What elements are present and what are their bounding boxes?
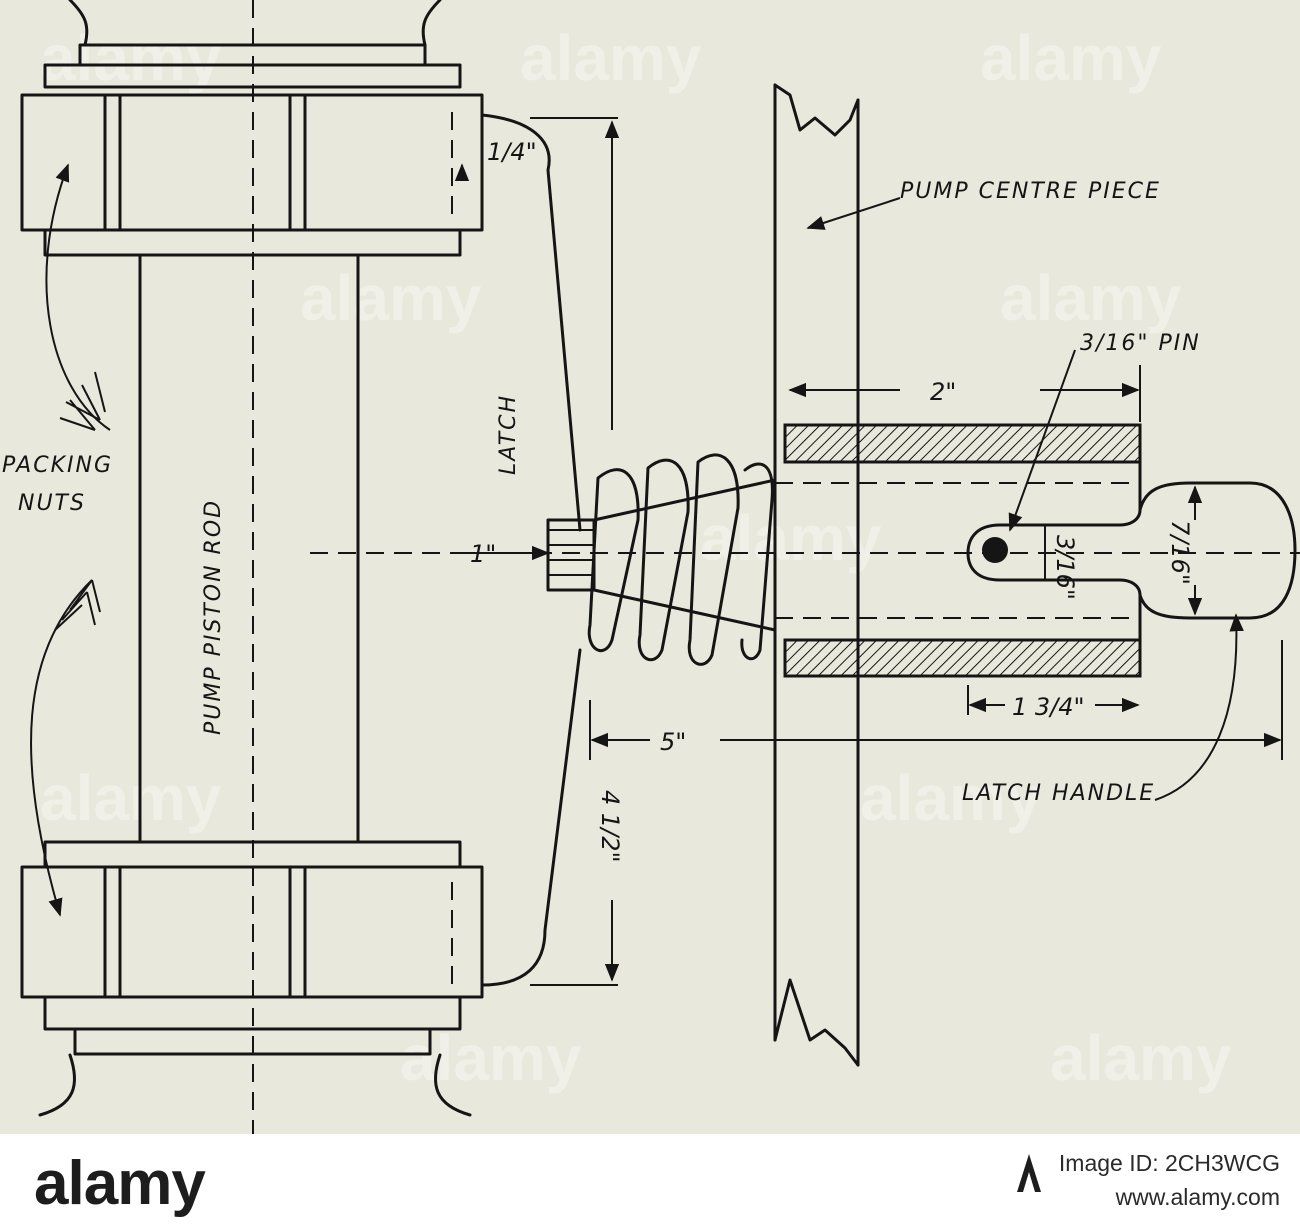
label-pump-piston-rod: PUMP PISTON ROD xyxy=(201,499,226,735)
spring-coil-3 xyxy=(687,453,740,666)
latch-assembly-diagram: alamy alamy alamy alamy alamy alamy alam… xyxy=(2,0,1300,1134)
alamy-a-icon xyxy=(1017,1154,1041,1192)
latch-handle-body xyxy=(775,460,1297,642)
centre-piece-leader xyxy=(806,197,901,230)
site-url: www.alamy.com xyxy=(1115,1184,1280,1210)
label-pin: 3/16" PIN xyxy=(1080,331,1201,356)
piston-rod-assembly xyxy=(20,0,484,1134)
top-flare-right xyxy=(421,0,442,47)
latch-upper-arm xyxy=(480,113,582,532)
labels: PUMP CENTRE PIECE 3/16" PIN PACKING NUTS… xyxy=(2,138,1201,863)
watermark-text: alamy xyxy=(400,1022,582,1094)
latch-pin xyxy=(982,537,1008,563)
bottom-flare-left xyxy=(38,1053,77,1117)
spring-coil-4 xyxy=(740,462,774,661)
dim-four-half: 4 1/2" xyxy=(596,790,624,863)
dim-seven-sixteenths: 7/16" xyxy=(1166,520,1194,585)
watermark-text: alamy xyxy=(700,502,882,574)
dim-five-inch: 5" xyxy=(660,728,686,756)
bottom-collar xyxy=(73,1027,432,1056)
image-id-text: Image ID: 2CH3WCG xyxy=(1058,1150,1280,1176)
pump-centre-piece xyxy=(773,83,860,1067)
watermark-text: alamy xyxy=(300,262,482,334)
dim-three-sixteenths: 3/16" xyxy=(1051,535,1079,600)
footer-logo: alamy xyxy=(34,1149,206,1218)
dim-one-inch: 1" xyxy=(470,540,496,568)
upper-guide xyxy=(783,423,1142,464)
label-latch-handle: LATCH HANDLE xyxy=(962,781,1155,806)
latch-handle-outline xyxy=(1138,481,1297,620)
wall-break-top xyxy=(773,83,860,137)
dim-one-three-quarter: 1 3/4" xyxy=(1012,693,1085,721)
latch-lower-arm xyxy=(480,648,582,987)
watermark-text: alamy xyxy=(40,22,222,94)
watermark-text: alamy xyxy=(860,762,1042,834)
top-flare-left xyxy=(68,0,89,47)
spring-coil-1 xyxy=(587,468,640,653)
packing-nut-leaders xyxy=(30,163,111,917)
dim-two-inch: 2" xyxy=(930,378,956,406)
watermark-text: alamy xyxy=(520,22,702,94)
wall-break-bottom xyxy=(773,978,860,1067)
label-packing-nuts-2: NUTS xyxy=(18,491,86,516)
label-latch: LATCH xyxy=(496,394,521,475)
watermark-text: alamy xyxy=(1000,262,1182,334)
latch-link xyxy=(480,113,582,987)
watermark-text: alamy xyxy=(980,22,1162,94)
watermark-overlay: alamy alamy alamy alamy alamy alamy alam… xyxy=(40,22,1232,1094)
spring-coil-2 xyxy=(637,458,690,662)
dimension-lines xyxy=(454,117,1283,986)
dim-quarter-inch: 1/4" xyxy=(487,138,537,166)
bottom-flare-right xyxy=(433,1053,472,1117)
watermark-text: alamy xyxy=(40,762,222,834)
pin-leader xyxy=(1008,349,1076,532)
label-pump-centre-piece: PUMP CENTRE PIECE xyxy=(900,179,1161,204)
label-packing-nuts-1: PACKING xyxy=(2,453,113,478)
latch-handle-leader xyxy=(1154,613,1244,801)
stock-footer: alamy Image ID: 2CH3WCG www.alamy.com xyxy=(0,1134,1300,1224)
technical-drawing: alamy alamy alamy alamy alamy alamy alam… xyxy=(0,0,1300,1134)
watermark-text: alamy xyxy=(1050,1022,1232,1094)
lower-guide xyxy=(783,638,1142,678)
